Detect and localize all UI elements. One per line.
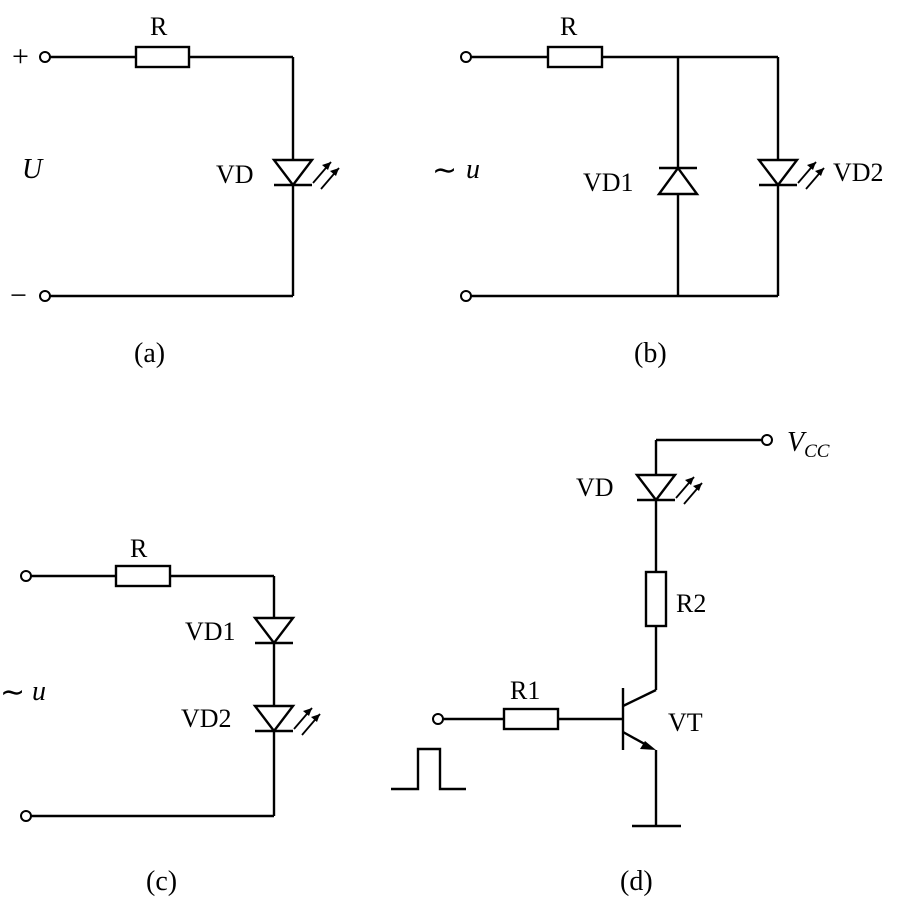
label-vd2: VD2	[833, 158, 884, 187]
resistor-r1	[502, 707, 560, 731]
tilde-sign: ∼	[432, 154, 457, 187]
terminal-bottom	[460, 290, 472, 302]
pulse-waveform	[391, 747, 466, 791]
circuit-b: R ∼ u VD1 VD2 (b)	[432, 12, 884, 369]
label-r: R	[150, 12, 168, 41]
label-r1: R1	[510, 676, 540, 705]
led-vd	[271, 158, 340, 190]
label-vcc: VCC	[787, 427, 830, 462]
diode-vd1	[252, 616, 296, 645]
resistor-r	[114, 564, 172, 588]
label-r: R	[130, 534, 148, 563]
resistor-r2	[644, 570, 668, 628]
label-vd2: VD2	[181, 704, 232, 733]
label-led: VD	[576, 473, 614, 502]
label-led: VD	[216, 160, 254, 189]
label-vd1: VD1	[583, 168, 634, 197]
caption-b: (b)	[634, 338, 667, 369]
label-source: u	[32, 676, 46, 707]
label-source: U	[22, 154, 44, 185]
terminal-top	[460, 51, 472, 63]
circuit-c: R ∼ u VD1 VD2 (c)	[0, 534, 321, 897]
transistor-vt	[621, 688, 657, 750]
label-vt: VT	[668, 708, 703, 737]
resistor-r	[546, 45, 604, 69]
terminal-vcc	[761, 434, 773, 446]
label-r2: R2	[676, 589, 706, 618]
circuit-d: VCC VD R2 R1 VT (d)	[391, 427, 830, 897]
terminal-plus	[39, 51, 51, 63]
terminal-input	[432, 713, 444, 725]
plus-sign: +	[12, 40, 29, 73]
terminal-top	[20, 570, 32, 582]
led-vd2	[252, 704, 321, 736]
led-vd2	[756, 158, 825, 190]
caption-d: (d)	[620, 866, 653, 897]
caption-c: (c)	[146, 866, 177, 897]
terminal-minus	[39, 290, 51, 302]
label-source: u	[466, 154, 480, 185]
tilde-sign: ∼	[0, 676, 25, 709]
label-r: R	[560, 12, 578, 41]
label-vd1: VD1	[185, 617, 236, 646]
caption-a: (a)	[134, 338, 165, 369]
resistor-r	[134, 45, 191, 69]
diode-vd1	[656, 165, 700, 196]
circuit-a: + − R U VD (a)	[10, 12, 340, 369]
minus-sign: −	[10, 279, 27, 312]
led-vd	[634, 473, 703, 505]
terminal-bottom	[20, 810, 32, 822]
